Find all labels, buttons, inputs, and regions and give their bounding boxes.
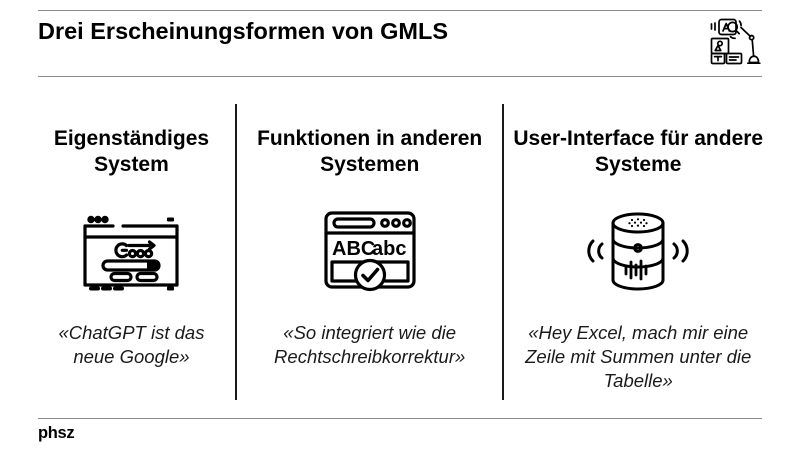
column-standalone-system: Eigenständiges System	[28, 104, 235, 400]
columns-container: Eigenständiges System	[28, 104, 772, 400]
column-divider-1	[234, 104, 237, 400]
column-quote: «So integriert wie die Rechtschreibkorre…	[274, 322, 466, 367]
svg-text:ABC: ABC	[332, 238, 375, 260]
column-quote: «ChatGPT ist das neue Google»	[58, 322, 205, 367]
browser-search-engine-icon	[79, 203, 183, 299]
spellcheck-browser-icon: ABC abc	[321, 203, 419, 299]
smart-speaker-icon	[578, 203, 698, 299]
svg-text:abc: abc	[372, 238, 406, 260]
page-title: Drei Erscheinungsformen von GMLS	[38, 18, 449, 44]
column-heading: Funktionen in anderen Systemen	[257, 127, 483, 176]
column-user-interface-for-other-systems: User-Interface für andere Systeme	[504, 104, 772, 400]
header-bottom-rule	[38, 76, 762, 77]
phsz-logo: phsz	[38, 424, 75, 442]
column-divider-2	[502, 104, 505, 400]
column-heading: User-Interface für andere Systeme	[513, 127, 764, 176]
footer-rule	[38, 418, 762, 419]
column-quote: «Hey Excel, mach mir eine Zeile mit Summ…	[525, 322, 752, 391]
robot-arm-ai-icon	[708, 16, 762, 68]
header-top-rule	[38, 10, 762, 11]
column-functions-in-other-systems: Funktionen in anderen Systemen ABC abc	[237, 104, 503, 400]
column-heading: Eigenständiges System	[53, 127, 210, 176]
